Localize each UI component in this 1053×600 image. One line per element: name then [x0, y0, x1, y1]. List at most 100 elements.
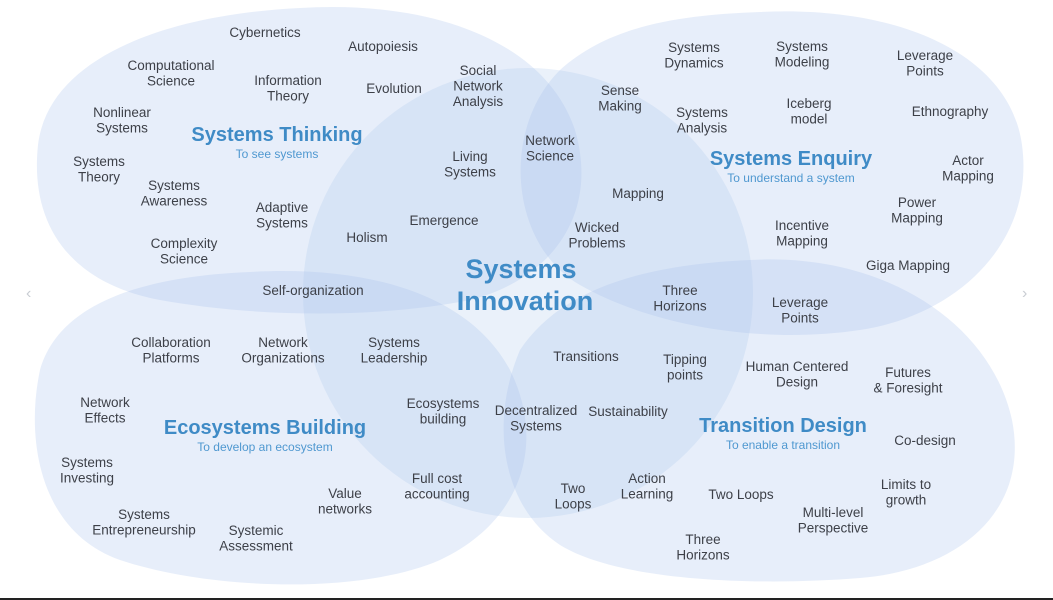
term-line: Multi-level	[803, 505, 864, 520]
term-line: Investing	[60, 471, 114, 486]
term-line: Perspective	[798, 521, 869, 536]
term-line: Collaboration	[131, 335, 211, 350]
term-giga-mapping: Giga Mapping	[866, 258, 950, 273]
term-line: Network	[258, 335, 308, 350]
term-line: Wicked	[575, 220, 619, 235]
term-line: Theory	[78, 170, 120, 185]
term-line: Effects	[84, 411, 125, 426]
systems-enquiry-title: Systems Enquiry	[710, 148, 873, 170]
term-line: Computational	[127, 58, 214, 73]
term-line: Horizons	[653, 299, 707, 314]
term-line: Limits to	[881, 477, 931, 492]
transition-design-title: Transition Design	[699, 415, 867, 437]
term-line: Mapping	[776, 234, 828, 249]
prev-arrow-icon[interactable]: ‹	[26, 285, 32, 302]
term-line: Analysis	[453, 94, 504, 109]
term-line: Nonlinear	[93, 105, 151, 120]
term-line: Ethnography	[912, 104, 989, 119]
term-line: Incentive	[775, 218, 829, 233]
term-two-loops-right: Two Loops	[708, 487, 774, 502]
term-line: Science	[147, 74, 195, 89]
term-line: Systems	[73, 154, 125, 169]
term-line: Human Centered	[746, 359, 849, 374]
term-transitions: Transitions	[553, 349, 619, 364]
term-line: Action	[628, 471, 666, 486]
term-line: & Foresight	[873, 381, 942, 396]
term-line: Systems	[676, 105, 728, 120]
term-line: Power	[898, 195, 937, 210]
term-mapping: Mapping	[612, 186, 664, 201]
term-line: Design	[776, 375, 818, 390]
term-line: Iceberg	[786, 96, 831, 111]
term-line: Loops	[555, 497, 592, 512]
transition-design-subtitle: To enable a transition	[726, 438, 840, 452]
term-line: Points	[906, 64, 944, 79]
term-line: Assessment	[219, 539, 293, 554]
term-line: Science	[160, 252, 208, 267]
term-sustainability: Sustainability	[588, 404, 668, 419]
bottom-border	[0, 598, 1053, 600]
term-line: Two	[561, 481, 586, 496]
term-futures-foresight: Futures& Foresight	[873, 365, 942, 396]
term-line: Evolution	[366, 81, 422, 96]
term-line: Futures	[885, 365, 931, 380]
term-line: Systems	[668, 40, 720, 55]
term-co-design: Co-design	[894, 433, 956, 448]
term-self-organization: Self-organization	[262, 283, 363, 298]
term-line: Systems	[256, 216, 308, 231]
term-line: Points	[781, 311, 819, 326]
term-line: Science	[526, 149, 574, 164]
term-line: Adaptive	[256, 200, 309, 215]
term-line: Systems	[96, 121, 148, 136]
ecosystems-building-blob	[34, 271, 527, 585]
term-line: Leverage	[897, 48, 953, 63]
ecosystems-building-subtitle: To develop an ecosystem	[197, 440, 332, 454]
term-line: model	[791, 112, 828, 127]
term-cybernetics: Cybernetics	[229, 25, 301, 40]
term-line: Leverage	[772, 295, 828, 310]
term-evolution: Evolution	[366, 81, 422, 96]
term-line: Systems	[510, 419, 562, 434]
term-line: Complexity	[151, 236, 218, 251]
term-line: accounting	[404, 487, 469, 502]
term-line: Problems	[568, 236, 625, 251]
term-line: Systems	[148, 178, 200, 193]
term-line: Systems	[444, 165, 496, 180]
term-line: Information	[254, 73, 322, 88]
term-line: Decentralized	[495, 403, 578, 418]
term-line: Sense	[601, 83, 639, 98]
systems-thinking-subtitle: To see systems	[236, 147, 319, 161]
term-line: Theory	[267, 89, 309, 104]
next-arrow-icon[interactable]: ›	[1022, 285, 1028, 302]
